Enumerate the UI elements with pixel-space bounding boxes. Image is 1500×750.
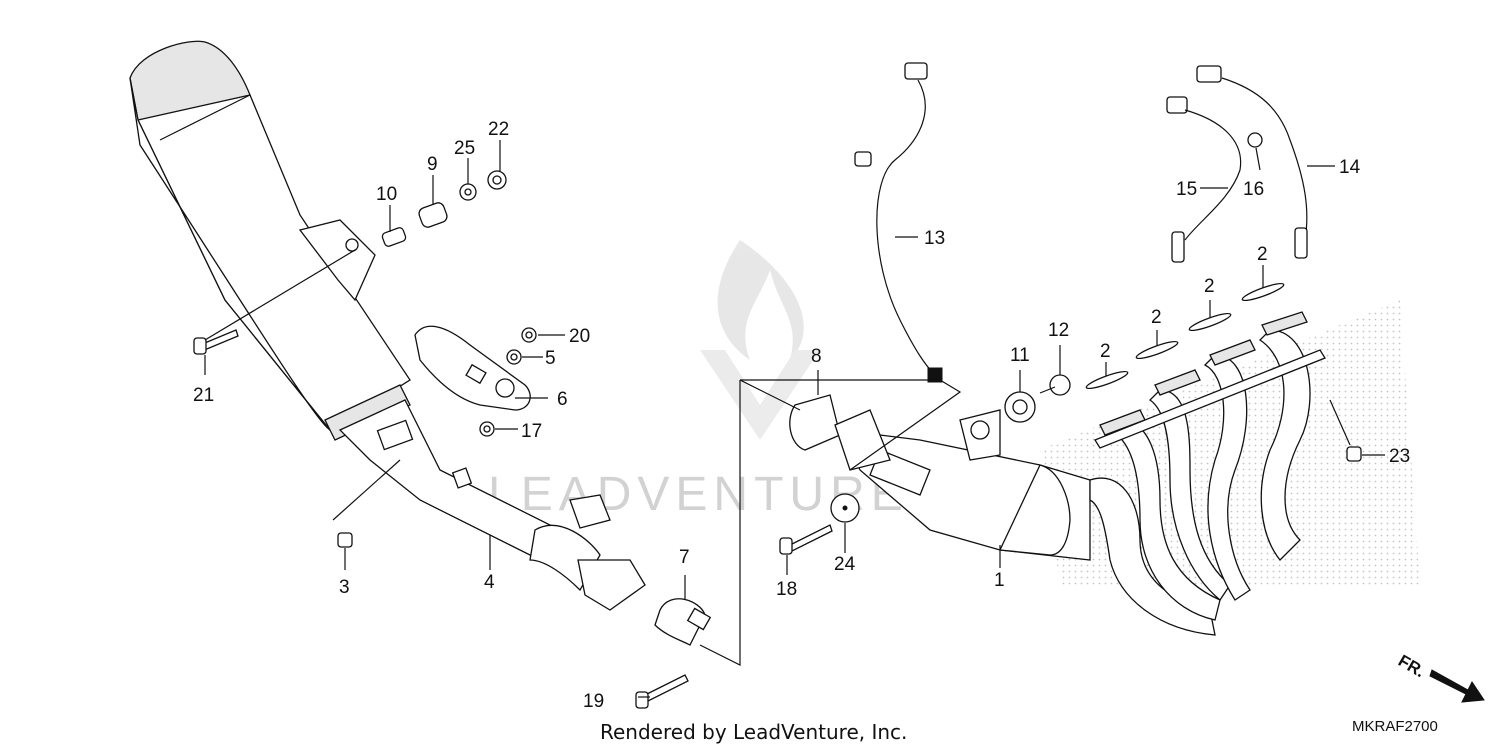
callout-9: 9 [427, 154, 438, 175]
callout-19: 19 [583, 691, 604, 712]
callout-4: 4 [484, 572, 495, 593]
callout-13: 13 [924, 228, 945, 249]
oxygen-sensor-wiring [854, 62, 1308, 383]
leadventure-watermark-logo [700, 240, 820, 440]
exhaust-manifold-part [838, 311, 1326, 636]
sleeve-part [789, 394, 891, 471]
callout-6: 6 [557, 389, 568, 410]
callout-3: 3 [339, 577, 350, 598]
callout-22: 22 [488, 119, 509, 140]
callout-11: 11 [1010, 345, 1030, 366]
heat-shield-part [414, 325, 531, 411]
callout-2: 2 [1151, 307, 1162, 328]
front-arrow-icon [1429, 669, 1485, 703]
callout-16: 16 [1243, 179, 1264, 200]
muffler-connecting-pipe [338, 399, 646, 611]
callout-8: 8 [811, 346, 822, 367]
footer-credit: Rendered by LeadVenture, Inc. [600, 720, 907, 744]
callout-10: 10 [376, 184, 397, 205]
callout-20: 20 [569, 326, 590, 347]
callout-14: 14 [1339, 157, 1361, 178]
callout-12: 12 [1048, 320, 1069, 341]
leader-lines [204, 140, 1385, 698]
callout-7: 7 [679, 547, 690, 568]
front-direction-indicator: FR. [1395, 651, 1485, 703]
callout-18: 18 [776, 579, 797, 600]
callout-2: 2 [1100, 341, 1111, 362]
callout-15: 15 [1176, 179, 1197, 200]
hardware-parts-right [779, 132, 1362, 555]
callout-2: 2 [1257, 244, 1268, 265]
callout-1: 1 [994, 570, 1005, 591]
callout-24: 24 [834, 554, 856, 575]
callout-21: 21 [193, 385, 214, 406]
diagram-code: MKRAF2700 [1352, 718, 1438, 735]
muffler-part [129, 40, 411, 441]
callout-23: 23 [1389, 446, 1410, 467]
callout-17: 17 [521, 421, 542, 442]
callout-5: 5 [545, 348, 556, 369]
callout-2: 2 [1204, 276, 1215, 297]
callout-25: 25 [454, 138, 475, 159]
callout-labels: 1 2 2 2 2 3 4 5 6 7 8 9 10 11 12 13 14 1… [193, 119, 1410, 712]
hardware-parts-left [193, 170, 712, 709]
direction-label: FR. [1395, 651, 1428, 681]
